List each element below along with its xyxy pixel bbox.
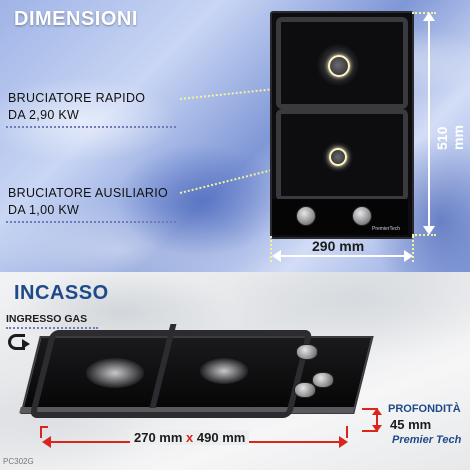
brand-logo: Premier Tech — [392, 434, 462, 446]
gas-inlet-arrow-icon — [8, 334, 25, 350]
depth-value: 45 mm — [390, 417, 432, 432]
dimensions-panel: DIMENSIONI BRUCIATORE RAPIDO DA 2,90 KW … — [0, 0, 470, 272]
aux-burner-line1: BRUCIATORE AUSILIARIO — [8, 186, 169, 200]
height-arrow-head-bottom — [423, 226, 435, 235]
rapid-burner-label: BRUCIATORE RAPIDO DA 2,90 KW — [8, 90, 145, 124]
depth-top-tick — [362, 408, 376, 410]
installation-title: INCASSO — [14, 282, 109, 304]
dimensions-title: DIMENSIONI — [14, 8, 138, 30]
width-arrow — [278, 255, 410, 257]
rapid-burner-line1: BRUCIATORE RAPIDO — [8, 91, 146, 105]
depth-line — [376, 408, 378, 432]
cutout-bracket-right-side — [346, 426, 348, 438]
width-label: 290 mm — [312, 238, 365, 254]
height-arrow — [428, 18, 430, 228]
height-guide-bottom — [412, 234, 436, 236]
knob-perspective-2 — [312, 372, 334, 388]
gas-inlet-underline — [6, 327, 98, 329]
knob-perspective-1 — [296, 344, 318, 360]
aux-underline — [6, 221, 176, 223]
rapid-burner-line2: DA 2,90 KW — [8, 108, 80, 122]
cutout-dimensions: 270 mm x 490 mm — [130, 430, 250, 445]
rapid-underline — [6, 126, 176, 128]
width-arrow-head-left — [272, 250, 281, 262]
aux-burner-highlight — [329, 148, 347, 166]
depth-arrow-bottom — [372, 425, 382, 432]
gas-inlet-label: INGRESSO GAS — [6, 313, 88, 325]
hob-brand-mark: PremierTech — [372, 226, 401, 232]
depth-bottom-tick — [362, 430, 376, 432]
depth-arrow-top — [372, 408, 382, 415]
gas-inlet-arrow-head — [22, 339, 30, 349]
width-guide-right — [412, 236, 414, 262]
lower-grate — [276, 109, 408, 201]
cutout-arrow-right — [339, 436, 348, 448]
rapid-burner-perspective — [86, 358, 144, 388]
knob-perspective-3 — [294, 382, 316, 398]
upper-grate — [276, 17, 408, 109]
aux-burner-perspective — [200, 358, 248, 384]
aux-burner-line2: DA 1,00 KW — [8, 203, 80, 217]
width-arrow-head-right — [404, 250, 413, 262]
rapid-burner-highlight — [328, 55, 350, 77]
cutout-arrow-left — [42, 436, 51, 448]
left-knob — [296, 206, 316, 226]
aux-burner-label: BRUCIATORE AUSILIARIO DA 1,00 KW — [8, 185, 168, 219]
control-strip — [272, 199, 408, 235]
model-code: PC302G — [3, 457, 34, 466]
cutout-bracket-left-top — [40, 426, 48, 428]
height-label: 510 mm — [434, 125, 466, 150]
hob-top-view: PremierTech — [270, 11, 414, 239]
cutout-bracket-left-side — [40, 426, 42, 438]
width-guide-left — [270, 236, 272, 262]
cutout-width: 270 mm — [134, 430, 183, 445]
depth-label: PROFONDITÀ — [388, 403, 461, 415]
height-arrow-head-top — [423, 12, 435, 21]
right-knob — [352, 206, 372, 226]
cutout-height: 490 mm — [196, 430, 246, 445]
cutout-times: x — [186, 430, 194, 445]
